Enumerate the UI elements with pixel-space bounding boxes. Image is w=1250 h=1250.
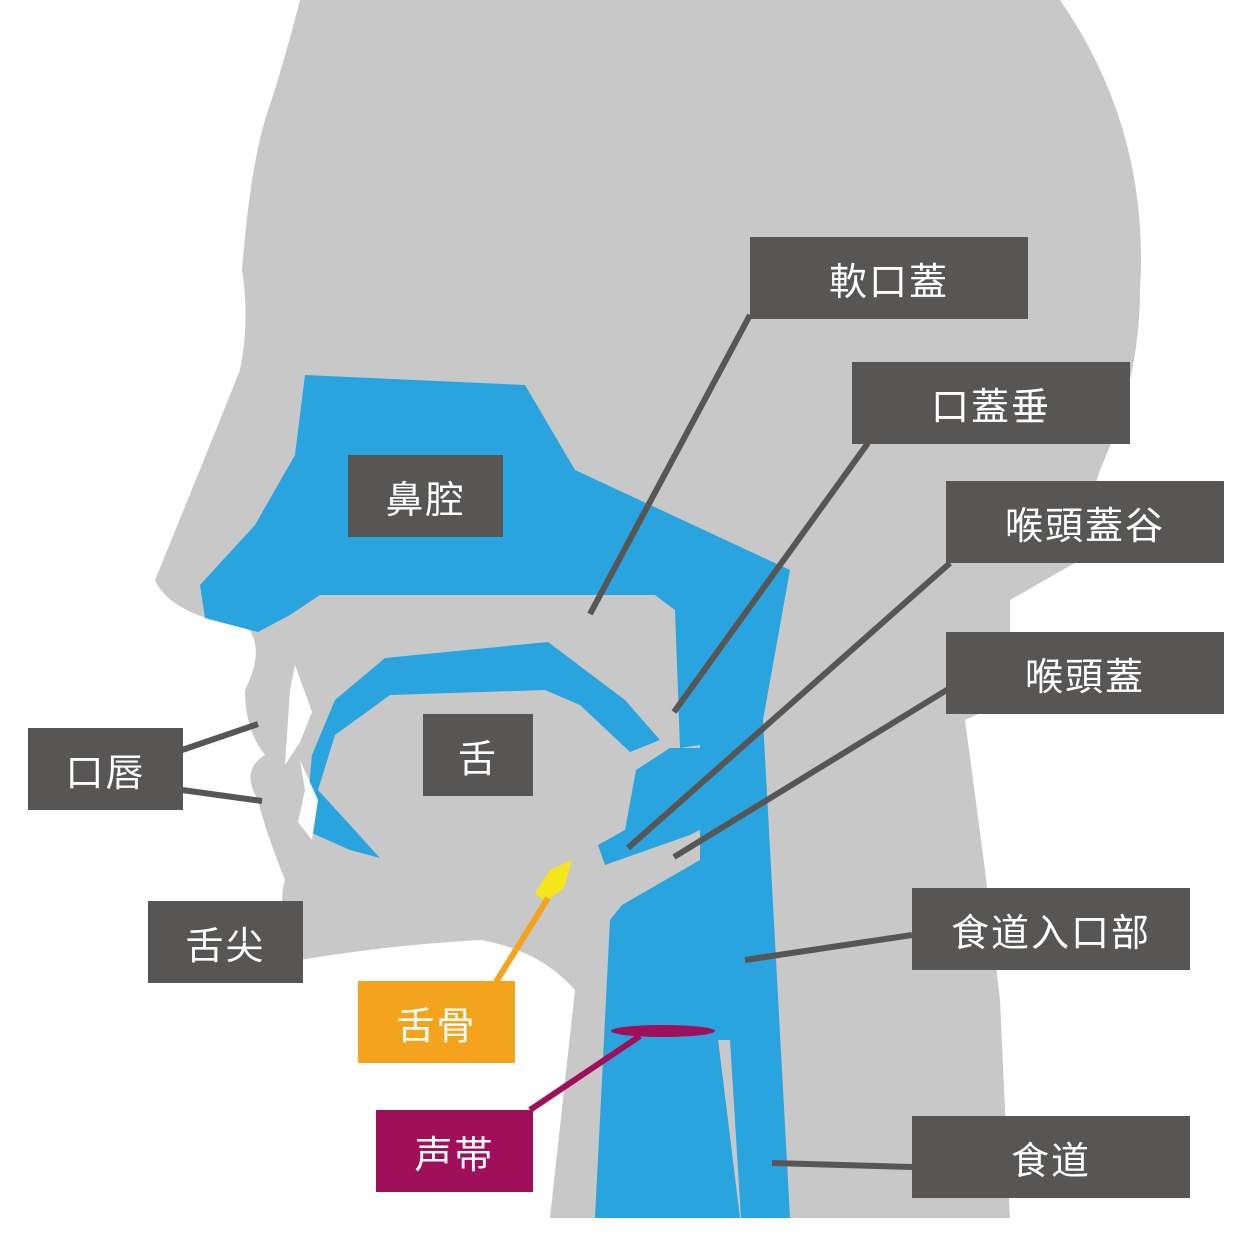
label-tongue-tip: 舌尖 bbox=[148, 901, 303, 983]
leader-soft-palate bbox=[587, 313, 753, 616]
hyoid-bone bbox=[535, 860, 572, 902]
label-esophagus: 食道 bbox=[912, 1116, 1190, 1198]
leader-esophageal-entrance bbox=[744, 932, 913, 963]
label-lips: 口唇 bbox=[28, 728, 183, 810]
nasal-cavity-region bbox=[200, 375, 790, 1218]
leader-vocal-cords bbox=[528, 1033, 642, 1113]
label-vallecula: 喉頭蓋谷 bbox=[946, 481, 1224, 563]
label-soft-palate: 軟口蓋 bbox=[750, 237, 1028, 319]
label-vocal-cords: 声帯 bbox=[376, 1110, 533, 1192]
vocal-cords-mark bbox=[611, 1025, 715, 1037]
leader-lines bbox=[181, 313, 952, 1170]
leader-epiglottis bbox=[672, 685, 952, 860]
label-esophageal-entrance: 食道入口部 bbox=[912, 888, 1190, 970]
larynx-trachea bbox=[595, 860, 742, 1218]
palate-band bbox=[305, 642, 660, 858]
lower-teeth bbox=[298, 760, 318, 840]
label-nasal-cavity: 鼻腔 bbox=[348, 455, 503, 537]
label-epiglottis: 喉頭蓋 bbox=[946, 632, 1224, 714]
label-hyoid: 舌骨 bbox=[358, 981, 515, 1063]
leader-uvula bbox=[671, 441, 871, 714]
leader-esophagus bbox=[771, 1160, 913, 1170]
label-uvula: 口蓋垂 bbox=[852, 362, 1130, 444]
label-tongue: 舌 bbox=[423, 714, 533, 796]
epiglottis-shape bbox=[598, 748, 718, 865]
upper-teeth bbox=[285, 665, 312, 765]
leader-lips-upper bbox=[181, 721, 259, 753]
leader-vallecula bbox=[626, 560, 952, 851]
leader-hyoid bbox=[493, 896, 551, 984]
leader-lips-lower bbox=[181, 787, 263, 804]
